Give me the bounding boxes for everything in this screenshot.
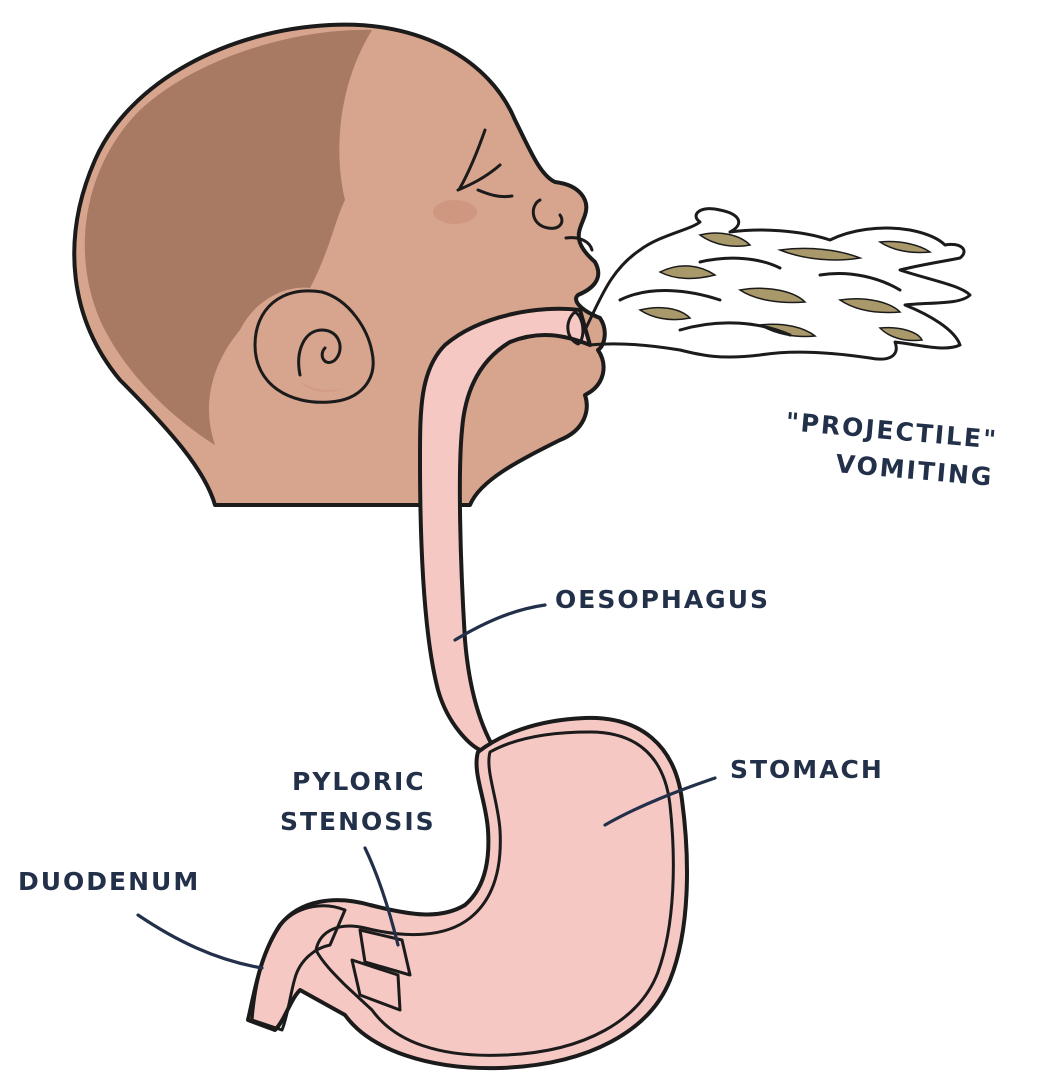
pyloric-label-line1: PYLORIC bbox=[292, 767, 426, 796]
duodenum-label: DUODENUM bbox=[18, 867, 200, 896]
stomach-label: STOMACH bbox=[730, 755, 884, 784]
cheek-blush bbox=[433, 200, 477, 224]
vomit-chunks bbox=[640, 233, 930, 340]
baby-head bbox=[74, 25, 604, 505]
vomit-label-line2: VOMITING bbox=[834, 449, 994, 492]
oesophagus-label: OESOPHAGUS bbox=[555, 585, 770, 614]
oesophagus-leader bbox=[455, 605, 545, 640]
vomit-label-line1: "PROJECTILE" bbox=[784, 407, 999, 454]
projectile-vomit bbox=[585, 209, 970, 359]
duodenum-leader bbox=[138, 915, 262, 968]
pyloric-label-line2: STENOSIS bbox=[280, 807, 436, 836]
